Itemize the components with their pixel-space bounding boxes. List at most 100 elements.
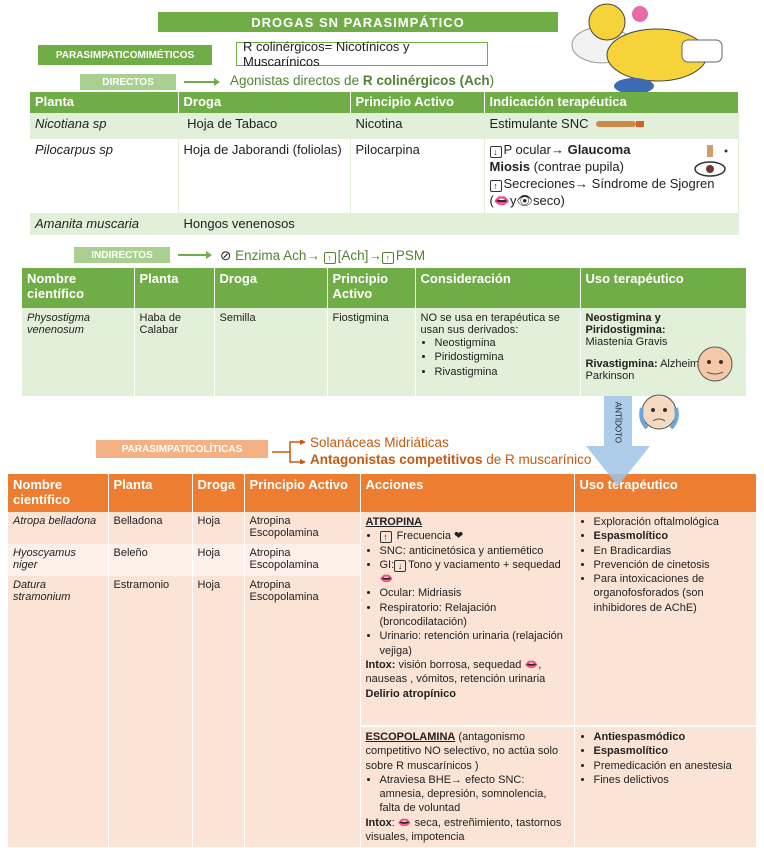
cell-nombre: Atropa belladona — [8, 512, 109, 544]
col-header-nombre: Nombre científico — [8, 474, 109, 512]
ind-line4-mid: y — [510, 192, 517, 208]
consideracion-text: NO se usa en terapéutica se usan sus der… — [420, 312, 560, 336]
list-item: En Bradicardias — [594, 544, 751, 558]
mouth-icon: 👄 — [397, 816, 412, 829]
indirectos-heading: ⊘ Enzima Ach→ ↑[Ach]→↑PSM — [220, 248, 425, 264]
cell-planta: Pilocarpus sp — [30, 139, 179, 213]
list-item: Espasmolítico — [594, 744, 751, 758]
section-label-parasimpaticomimeticos: PARASIMPATICOMIMÉTICOS — [38, 45, 212, 65]
col-header-principio: Principio Activo — [327, 268, 416, 308]
cell-empty — [244, 726, 361, 848]
cell-empty — [108, 726, 193, 848]
arrow-down-icon: ↓ — [394, 559, 407, 572]
cell-droga: Hongos venenosos — [178, 212, 351, 235]
arrow-right-icon — [178, 251, 212, 259]
cell-planta: Haba de Calabar — [134, 308, 215, 396]
indicacion-text: Estimulante SNC — [489, 116, 589, 131]
cell-acciones-atropina: ATROPINA ↑ Frecuencia ❤ SNC: anticinetós… — [360, 512, 575, 726]
cell-indicacion: Estimulante SNC — [484, 113, 739, 139]
heading-enzima: Enzima Ach→ — [235, 248, 320, 263]
cell-droga: Semilla — [214, 308, 328, 396]
col-header-principio: Principio Activo — [350, 92, 485, 113]
ind-line1-pre: P ocular→ — [503, 142, 568, 157]
cell-empty — [8, 726, 109, 848]
col-header-acciones: Acciones — [360, 474, 575, 512]
cell-droga: Hoja de Jaborandi (foliolas) — [178, 139, 351, 213]
cell-consideracion: NO se usa en terapéutica se usan sus der… — [415, 308, 581, 396]
table-row: Nicotiana sp Hoja de Tabaco Nicotina Est… — [30, 113, 739, 139]
solanaceas-line: Solanáceas Midriáticas — [310, 435, 449, 450]
escopolamina-acciones-list: Atraviesa BHE→ efecto SNC: amnesia, depr… — [366, 773, 569, 816]
list-item: Antiespasmódico — [594, 730, 751, 744]
cell-planta: Nicotiana sp — [30, 113, 179, 139]
cell-planta: Estramonio — [108, 576, 193, 726]
cell-planta: Amanita muscaria — [30, 212, 179, 235]
cell-nombre: Physostigma venenosum — [22, 308, 135, 396]
list-item: Ocular: Midriasis — [380, 586, 569, 600]
list-item: GI:↓Tono y vaciamento + sequedad 👄 — [380, 558, 569, 587]
heading-psm: PSM — [395, 248, 426, 263]
col-header-principio: Principio Activo — [244, 474, 361, 512]
col-header-uso: Uso terapéutico — [580, 268, 747, 308]
receptor-definition: R colinérgicos= Nicotínicos y Muscarínic… — [236, 39, 488, 69]
atropina-usos-list: Exploración oftalmológica Espasmolítico … — [580, 515, 751, 615]
principio-item: Escopolamina — [249, 559, 319, 571]
antagonistas-line: Antagonistas competitivos de R muscaríni… — [310, 452, 591, 467]
col-header-droga: Droga — [214, 268, 328, 308]
list-item: ↑ Frecuencia ❤ — [379, 529, 569, 544]
list-item: Exploración oftalmológica — [594, 515, 751, 529]
ind-line4-pre: ( — [489, 192, 494, 208]
mouth-icon: 👄 — [493, 192, 511, 208]
intox-label: Intox: — [365, 658, 396, 671]
cell-nombre: Datura stramonium — [8, 576, 109, 726]
indirectos-table: Nombre científico Planta Droga Principio… — [22, 268, 747, 430]
cell-uso: Neostigmina y Piridostigmina: Miastenia … — [580, 308, 747, 430]
delirio-text: Delirio atropínico — [365, 687, 456, 700]
table-row: Amanita muscaria Hongos venenosos — [30, 212, 739, 235]
col-header-indicacion: Indicación terapéutica — [484, 92, 739, 113]
list-item: Premedicación en anestesia — [594, 759, 751, 773]
col-header-planta: Planta — [108, 474, 193, 512]
list-item: Espasmolítico — [594, 529, 751, 543]
cell-principio: Fiostigmina — [327, 308, 416, 396]
cell-nombre: Hyoscyamus niger — [8, 544, 109, 576]
cell-acciones-escopolamina: ESCOPOLAMINA (antagonismo competitivo NO… — [360, 724, 575, 848]
page-title: DROGAS SN PARASIMPÁTICO — [158, 12, 558, 32]
principio-item: Escopolamina — [249, 591, 319, 603]
label-directos: DIRECTOS — [80, 74, 176, 90]
arrow-down-icon: ↓ — [489, 146, 502, 158]
accion-gi: GI: — [379, 558, 395, 571]
arrow-right-icon — [184, 78, 220, 86]
bracket-arrow-icon — [272, 440, 306, 464]
intox-text-2: , nauseas , vómitos, retención urinaria — [365, 658, 546, 686]
cell-principio: Pilocarpina — [350, 139, 485, 213]
list-item: Fines delictivos — [594, 773, 751, 787]
antidote-label: ANTÍDOTO — [613, 401, 623, 444]
cell-droga: Hoja — [192, 576, 245, 726]
list-item: Respiratorio: Relajación (broncodilataci… — [380, 601, 569, 630]
cell-empty — [192, 726, 245, 848]
escopolamina-usos-list: Antiespasmódico Espasmolítico Premedicac… — [580, 730, 751, 787]
arrow-up-icon: ↑ — [489, 179, 502, 192]
list-item: Neostigmina — [435, 336, 575, 350]
cell-planta: Beleño — [108, 544, 193, 576]
cigar-icon — [596, 121, 645, 127]
sleeping-character-image — [562, 0, 742, 95]
uso2-bold: Rivastigmina: — [585, 358, 658, 370]
table-row: Pilocarpus sp Hoja de Jaborandi (foliola… — [30, 139, 739, 213]
cell-uso-atropina: Exploración oftalmológica Espasmolítico … — [574, 512, 757, 726]
col-header-planta: Planta — [134, 268, 215, 308]
mouth-icon: 👄 — [379, 573, 394, 586]
list-item: Urinario: retención urinaria (relajación… — [380, 629, 569, 658]
intox-text: seca, estreñimiento, tastornos visuales,… — [365, 816, 562, 844]
list-item: Para intoxicaciones de organofosforados … — [594, 572, 751, 615]
atropina-acciones-list: ↑ Frecuencia ❤ SNC: anticinetósica y ant… — [366, 529, 569, 658]
principio-item: Atropina — [249, 547, 291, 559]
cell-principio: Nicotina — [350, 113, 485, 139]
col-header-droga: Droga — [192, 474, 245, 512]
arrow-up-icon: ↑ — [381, 252, 394, 264]
